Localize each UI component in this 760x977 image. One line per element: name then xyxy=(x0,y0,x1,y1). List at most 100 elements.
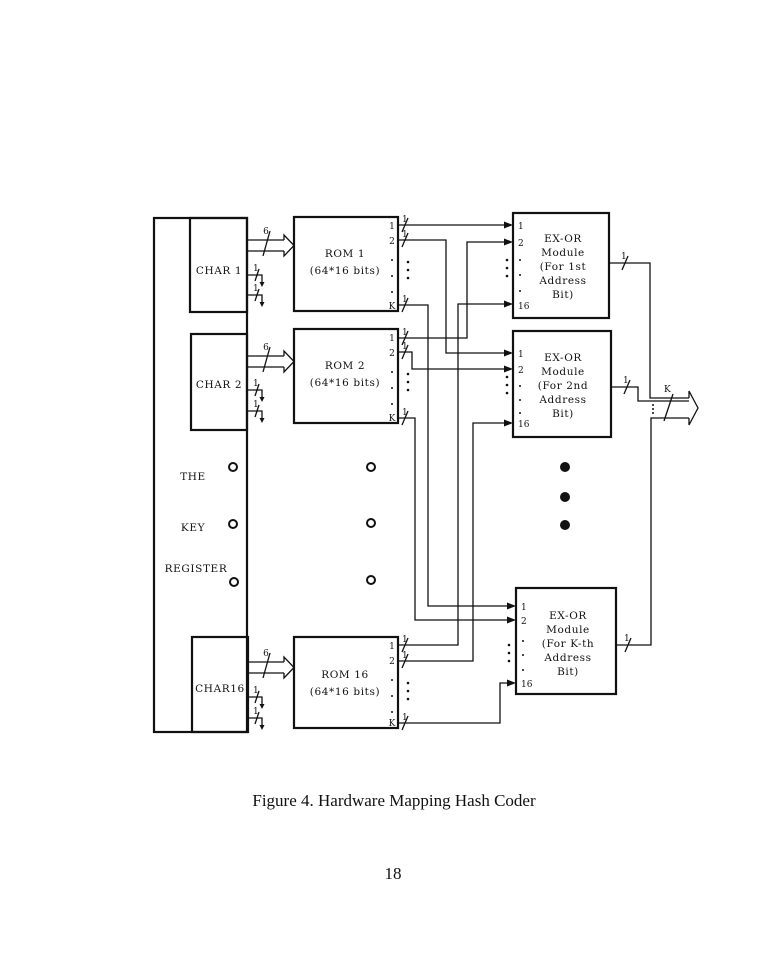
wire xyxy=(398,241,505,339)
exor-input-label: 1 xyxy=(518,222,524,232)
exor-module-2-line: Address xyxy=(538,394,586,406)
exor-module-1-line: EX-OR xyxy=(544,233,582,245)
down-arrow-icon xyxy=(259,302,265,307)
wire xyxy=(609,262,689,399)
down-arrow-icon xyxy=(259,725,265,730)
bit-width-label: 1 xyxy=(253,707,259,717)
rom-16-box xyxy=(292,635,400,730)
exor-module-1: 1 2 16 EX-OR Module (For 1st Address Bit… xyxy=(505,211,611,320)
char-2-box xyxy=(189,332,249,432)
right-arrow-icon xyxy=(504,419,513,427)
key-register: CHAR 1 CHAR 2 CHAR16 THE KEY REGISTER xyxy=(152,216,250,734)
char-1-box xyxy=(188,216,249,314)
bit-width-label: 1 xyxy=(402,651,408,661)
exor-module-2: 1 2 16 EX-OR Module (For 2nd Address Bit… xyxy=(505,329,613,439)
rom-1-output-label: K xyxy=(389,302,396,312)
bit-width-label: 1 xyxy=(253,379,259,389)
char-single-bit-outputs: 1 1 1 1 1 xyxy=(247,264,265,730)
exor-module-k-box xyxy=(514,586,618,696)
exor-input-label: 2 xyxy=(518,366,524,376)
rom-1: ROM 1 (64*16 bits) 1 2 K xyxy=(292,215,410,313)
wire xyxy=(611,386,689,402)
continuation-dot xyxy=(560,492,570,502)
rom-2-name: ROM 2 xyxy=(325,360,365,372)
rom-2-capacity: (64*16 bits) xyxy=(310,377,380,389)
exor-input-label: 1 xyxy=(521,603,527,613)
rom-1-name: ROM 1 xyxy=(325,248,365,260)
exor-module-k: 1 2 16 EX-OR Module (For K-th Address Bi… xyxy=(507,586,618,696)
bus-width-slash xyxy=(262,230,271,257)
bit-width-label: 1 xyxy=(253,284,259,294)
single-bit-output: 1 xyxy=(248,707,265,730)
exor-input-label: 16 xyxy=(518,420,530,430)
exor-module-1-line: Address xyxy=(538,275,586,287)
right-arrow-icon xyxy=(504,349,513,357)
rom-16-output-label: 1 xyxy=(389,642,395,652)
exor-module-2-box xyxy=(511,329,613,439)
address-output-bus: 1 1 1 K xyxy=(609,252,699,653)
down-arrow-icon xyxy=(259,282,265,287)
down-arrow-icon xyxy=(259,704,265,709)
continuation-circle xyxy=(228,519,238,529)
char-16-box xyxy=(190,635,250,734)
exor-continuation xyxy=(560,462,570,530)
rom-2: ROM 2 (64*16 bits) 1 2 K xyxy=(292,327,410,425)
char-1-label: CHAR 1 xyxy=(196,265,242,277)
continuation-circle xyxy=(366,462,376,472)
bit-width-label: 1 xyxy=(402,295,408,305)
char-2-label: CHAR 2 xyxy=(196,379,242,391)
char-16-label: CHAR16 xyxy=(195,683,245,695)
exor-module-1-box xyxy=(511,211,611,320)
page-number: 18 xyxy=(385,864,402,883)
bit-width-label: 1 xyxy=(402,713,408,723)
bus-arrowhead-icon xyxy=(283,349,295,374)
key-register-title-line-2: KEY xyxy=(181,522,206,534)
bit-width-label: 1 xyxy=(402,408,408,418)
continuation-circle xyxy=(228,462,238,472)
exor-input-label: 2 xyxy=(521,617,527,627)
bit-width-slash xyxy=(624,637,632,653)
bit-width-label: 1 xyxy=(253,264,259,274)
wire xyxy=(398,303,505,646)
exor-input-label: 16 xyxy=(521,680,533,690)
bit-width-label: 1 xyxy=(402,635,408,645)
continuation-circle xyxy=(229,577,239,587)
bit-width-label: 1 xyxy=(623,376,629,386)
exor-module-2-line: EX-OR xyxy=(544,352,582,364)
wire xyxy=(398,682,508,724)
exor-module-k-line: Address xyxy=(543,652,591,664)
exor-module-2-line: Module xyxy=(541,366,585,378)
rom-1-box xyxy=(292,215,400,313)
bus-width-slash xyxy=(262,652,271,679)
single-bit-output: 1 xyxy=(247,400,265,423)
bit-width-label: 1 xyxy=(402,215,408,225)
bit-width-label: 1 xyxy=(402,230,408,240)
rom-16-name: ROM 16 xyxy=(321,669,369,681)
rom-16-output-label: 2 xyxy=(389,657,395,667)
exor-module-1-line: Module xyxy=(541,247,585,259)
right-arrow-icon xyxy=(507,616,516,624)
right-arrow-icon xyxy=(504,238,513,246)
rom-2-output-label: K xyxy=(389,414,396,424)
wire xyxy=(398,239,505,354)
exor-module-1-line: Bit) xyxy=(552,289,574,301)
output-bus-width-label: K xyxy=(664,385,671,395)
bit-width-label: 1 xyxy=(621,252,627,262)
exor-module-k-line: EX-OR xyxy=(549,610,587,622)
bit-width-label: 1 xyxy=(402,328,408,338)
down-arrow-icon xyxy=(259,397,265,402)
rom-1-capacity: (64*16 bits) xyxy=(310,265,380,277)
bus-width-label: 6 xyxy=(263,343,269,353)
single-bit-output: 1 xyxy=(248,686,265,709)
exor-input-label: 2 xyxy=(518,239,524,249)
single-bit-output: 1 xyxy=(247,264,265,287)
down-arrow-icon xyxy=(259,418,265,423)
rom-1-output-label: 2 xyxy=(389,237,395,247)
char-1-to-rom-1-bus: 6 xyxy=(247,227,295,258)
rom-16: ROM 16 (64*16 bits) 1 2 K xyxy=(292,635,410,730)
exor-module-2-line: Bit) xyxy=(552,408,574,420)
exor-module-k-line: Module xyxy=(546,624,590,636)
rom-16-output-label: K xyxy=(389,719,396,729)
right-arrow-icon xyxy=(507,679,516,687)
